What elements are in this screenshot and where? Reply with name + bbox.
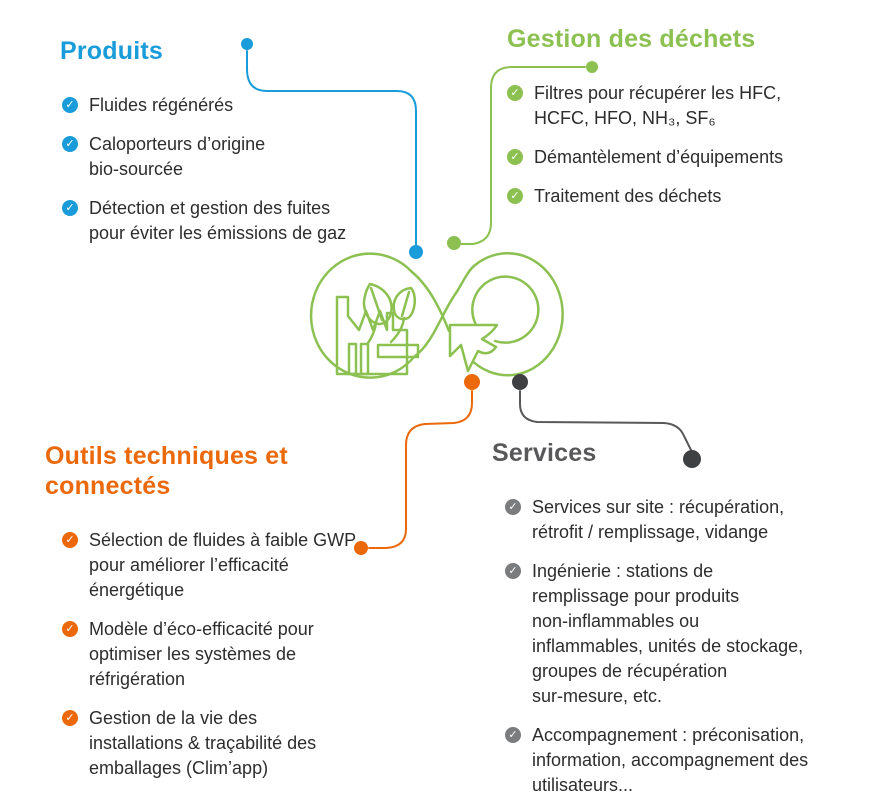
- list-item: Gestion de la vie des installations & tr…: [62, 706, 415, 781]
- check-circle-icon: [62, 532, 78, 548]
- infinity-crossing-top: [410, 270, 451, 333]
- node-produits-title-dot: [241, 38, 253, 50]
- list-item-text: Modèle d’éco-efficacité pour optimiser l…: [89, 619, 314, 689]
- list-item: Traitement des déchets: [507, 184, 889, 209]
- list-item-text: Détection et gestion des fuites pour évi…: [89, 198, 347, 243]
- list-item: Modèle d’éco-efficacité pour optimiser l…: [62, 617, 415, 692]
- list-item: Sélection de fluides à faible GWP pour a…: [62, 528, 415, 603]
- factory-window: [359, 342, 370, 376]
- check-circle-icon: [62, 710, 78, 726]
- check-circle-icon: [507, 188, 523, 204]
- factory-window: [347, 342, 358, 376]
- list-item: Services sur site : récupération, rétrof…: [505, 495, 892, 545]
- connector-services: [519, 390, 692, 451]
- infinity-left-loop: [309, 252, 416, 379]
- list-item: Fluides régénérés: [62, 93, 415, 118]
- list-item: Accompagnement : préconisation, informat…: [505, 723, 892, 798]
- connector-outils: [368, 390, 473, 549]
- list-item-text: Sélection de fluides à faible GWP pour a…: [89, 530, 357, 600]
- check-circle-icon: [505, 499, 521, 515]
- list-item: Détection et gestion des fuites pour évi…: [62, 196, 415, 246]
- list-item: Filtres pour récupérer les HFC, HCFC, HF…: [507, 81, 889, 131]
- node-services-center-dot: [512, 374, 528, 390]
- check-circle-icon: [62, 136, 78, 152]
- list-item-text: Traitement des déchets: [534, 186, 722, 206]
- recycle-arrowhead: [448, 323, 499, 373]
- section-title-outils: Outils techniques et connectés: [45, 442, 288, 500]
- check-circle-icon: [507, 85, 523, 101]
- node-outils-title-dot: [354, 541, 368, 555]
- leaf-vein: [369, 286, 384, 322]
- check-circle-icon: [62, 97, 78, 113]
- services-list: Services sur site : récupération, rétrof…: [505, 495, 892, 798]
- section-produits: Produits Fluides régénérés Caloporteurs …: [60, 36, 415, 260]
- list-item-text: Ingénierie : stations de remplissage pou…: [532, 561, 804, 706]
- recycle-inner-spiral: [471, 275, 540, 344]
- section-outils-techniques: Outils techniques et connectés Sélection…: [45, 441, 415, 795]
- leaf-stem: [366, 321, 378, 345]
- connector-produits: [246, 50, 417, 246]
- outils-list: Sélection de fluides à faible GWP pour a…: [62, 528, 415, 781]
- gestion-list: Filtres pour récupérer les HFC, HCFC, HF…: [507, 81, 889, 209]
- list-item-text: Accompagnement : préconisation, informat…: [532, 725, 809, 795]
- factory-side-block: [376, 343, 420, 359]
- node-services-title-dot: [683, 450, 701, 468]
- check-circle-icon: [62, 621, 78, 637]
- node-outils-center-dot: [464, 374, 480, 390]
- section-title-services: Services: [492, 439, 597, 467]
- node-gestion-center-dot: [447, 236, 461, 250]
- check-circle-icon: [505, 727, 521, 743]
- list-item-text: Fluides régénérés: [89, 95, 234, 115]
- list-item: Démantèlement d’équipements: [507, 145, 889, 170]
- list-item: Ingénierie : stations de remplissage pou…: [505, 559, 892, 709]
- produits-list: Fluides régénérés Caloporteurs d’origine…: [62, 93, 415, 246]
- leaf-icon: [392, 286, 416, 321]
- node-produits-center-dot: [409, 245, 423, 259]
- section-title-produits: Produits: [60, 37, 163, 65]
- check-circle-icon: [62, 200, 78, 216]
- infinity-crossing-bottom: [412, 264, 476, 359]
- list-item-text: Filtres pour récupérer les HFC, HCFC, HF…: [534, 83, 782, 128]
- list-item-text: Caloporteurs d’origine bio-sourcée: [89, 134, 266, 179]
- section-gestion-des-dechets: Gestion des déchets Filtres pour récupér…: [507, 24, 889, 223]
- recycle-outer-loop: [450, 252, 564, 377]
- check-circle-icon: [505, 563, 521, 579]
- node-gestion-title-dot: [586, 61, 598, 73]
- list-item-text: Démantèlement d’équipements: [534, 147, 784, 167]
- list-item: Caloporteurs d’origine bio-sourcée: [62, 132, 415, 182]
- leaf-stem: [389, 316, 406, 344]
- list-item-text: Services sur site : récupération, rétrof…: [532, 497, 785, 542]
- check-circle-icon: [507, 149, 523, 165]
- list-item-text: Gestion de la vie des installations & tr…: [89, 708, 317, 778]
- section-services: Services Services sur site : récupératio…: [492, 438, 892, 812]
- leaf-vein: [400, 290, 411, 318]
- connector-gestion: [460, 66, 586, 245]
- section-title-gestion: Gestion des déchets: [507, 25, 756, 53]
